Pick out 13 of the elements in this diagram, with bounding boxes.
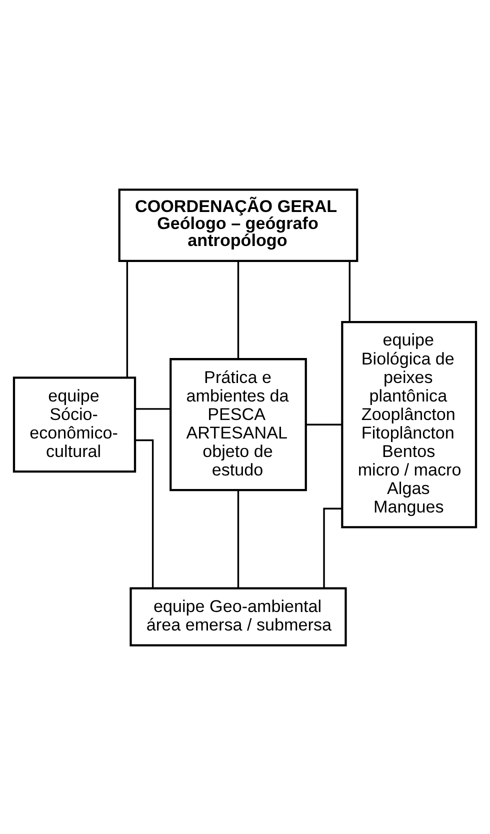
connector bbox=[126, 260, 128, 377]
connector bbox=[237, 490, 240, 588]
connector bbox=[348, 260, 350, 322]
connector bbox=[135, 438, 154, 588]
node-box: equipe Biológica de peixes plantônica Zooplâncton Fitoplâncton Bentos micro / macro Algas Mangues bbox=[341, 320, 478, 528]
node-box: equipe Geo-ambiental área emersa / submersa bbox=[130, 586, 347, 646]
node-box: COORDENAÇÃO GERAL Geólogo – geógrafo antropólogo bbox=[118, 188, 358, 262]
connector bbox=[237, 260, 240, 359]
connector bbox=[323, 507, 342, 588]
connector bbox=[306, 423, 342, 425]
node-box: Prática e ambientes da PESCA ARTESANAL objeto de estudo bbox=[170, 358, 307, 491]
node-box: equipe Sócio-econômico-cultural bbox=[12, 376, 136, 472]
connector bbox=[135, 408, 170, 410]
